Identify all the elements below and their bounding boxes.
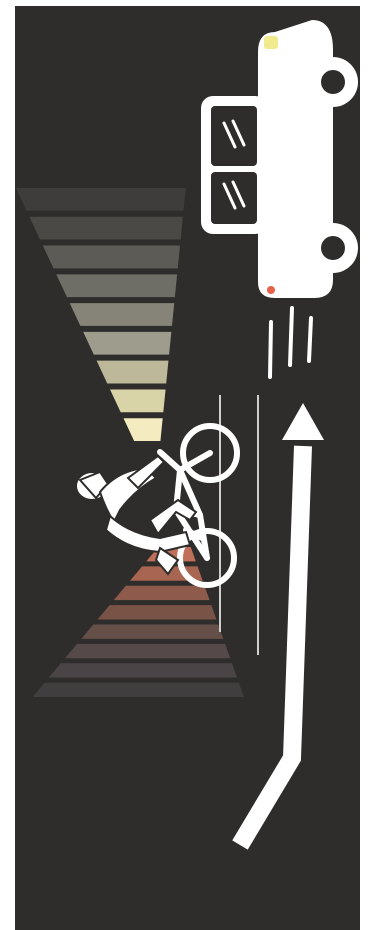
front-beam-band xyxy=(43,246,180,269)
front-beam-band xyxy=(16,188,186,211)
rear-beam-band xyxy=(81,625,223,639)
car-front-light xyxy=(264,36,278,49)
front-beam-band xyxy=(83,332,171,355)
rear-beam-band xyxy=(65,644,230,658)
rear-beam-band xyxy=(98,605,217,619)
car-rear-light xyxy=(267,286,275,294)
rear-beam-band xyxy=(49,663,237,677)
rear-beam-band xyxy=(33,683,244,697)
front-beam-band xyxy=(29,217,183,240)
front-beam-band xyxy=(56,274,177,297)
front-beam-band xyxy=(70,303,175,326)
front-beam-band xyxy=(97,361,169,384)
rear-beam-band xyxy=(114,586,210,600)
